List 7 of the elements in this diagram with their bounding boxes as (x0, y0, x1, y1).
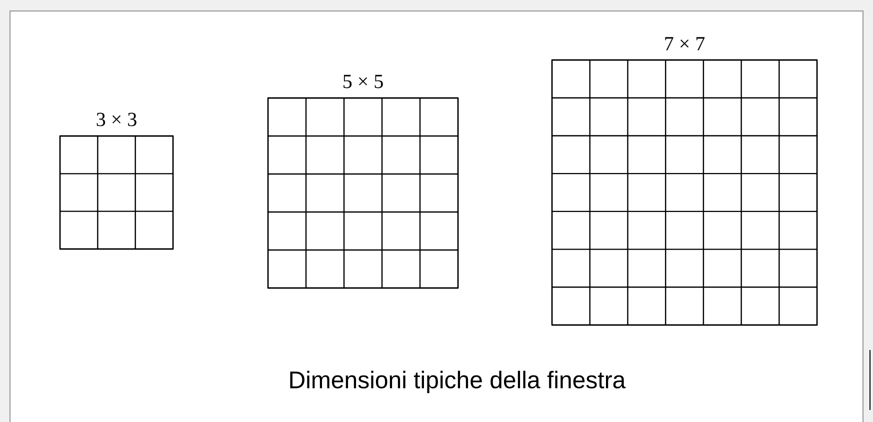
node-label: 3 × 3 (96, 112, 136, 126)
grid: 5 × 5 (267, 74, 459, 289)
node-label: 7 × 7 (665, 37, 705, 50)
node-label: 5 × 5 (344, 74, 383, 88)
grid: 3 × 3 (59, 112, 174, 250)
grid: 7 × 7 (551, 37, 818, 326)
caption: Dimensioni tipiche della finestra (290, 370, 626, 394)
